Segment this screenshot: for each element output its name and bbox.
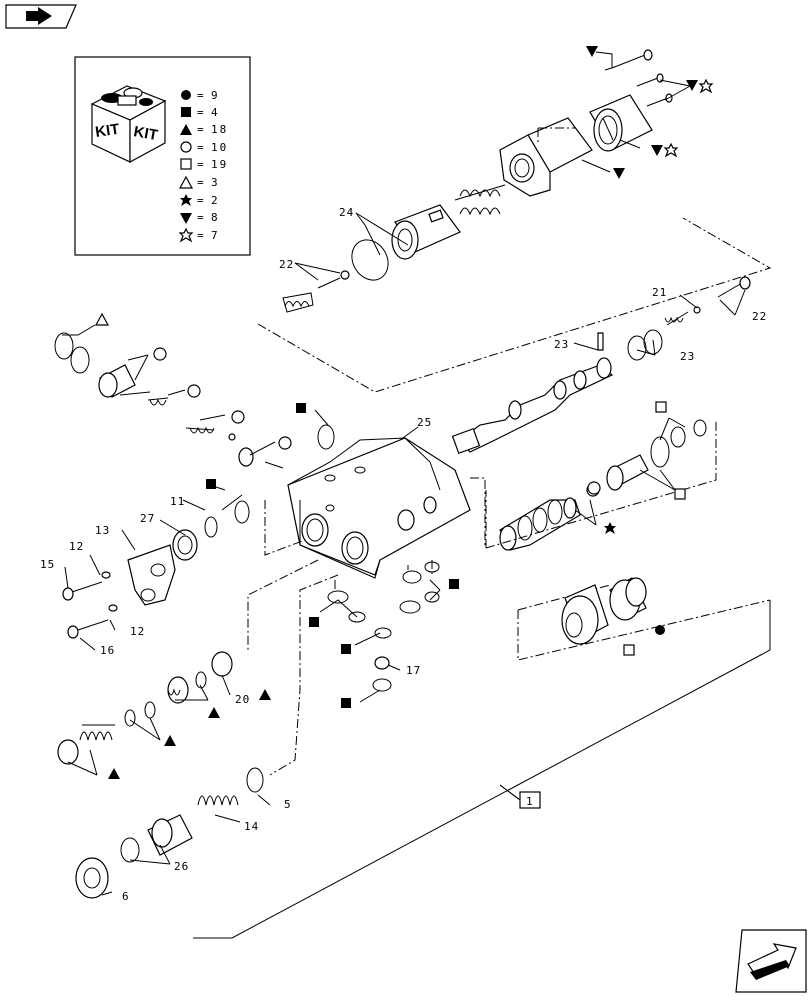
kit-word-right: KIT [132,123,159,144]
next-page-arrow-icon[interactable] [735,929,807,993]
callout-12a: 12 [69,540,84,553]
top-assembly [282,49,673,313]
legend-eq: = [197,141,206,154]
callout-17: 17 [406,664,421,677]
callout-13: 13 [95,524,110,537]
legend-count: 2 [211,194,220,207]
open-square-icon [180,158,192,170]
legend-count: 9 [211,89,220,102]
callout-22b: 22 [752,310,767,323]
legend-count: 8 [211,211,220,224]
caps-group [561,577,647,645]
legend-eq: = [197,89,206,102]
callout-27: 27 [140,512,155,525]
legend-count: 18 [211,123,228,136]
callout-1: 1 [526,795,534,808]
book-arrow-icon[interactable] [5,4,77,29]
callout-5: 5 [284,798,292,811]
callout-25: 25 [417,416,432,429]
left-side-parts [54,332,440,692]
legend-eq: = [197,229,206,242]
kit-markers [94,46,714,809]
kit-box-icon: KIT KIT [90,85,167,164]
callout-20: 20 [235,693,250,706]
legend-eq: = [197,123,206,136]
legend-eq: = [197,211,206,224]
callout-12b: 12 [130,625,145,638]
callout-15: 15 [40,558,55,571]
legend-count: 10 [211,141,228,154]
callout-23a: 23 [554,338,569,351]
legend-count: 4 [211,106,220,119]
callout-24: 24 [339,206,354,219]
callout-14: 14 [244,820,259,833]
callout-16: 16 [100,644,115,657]
kit-word-left: KIT [94,121,120,141]
callout-6: 6 [122,890,130,903]
filled-down-triangle-icon [180,213,192,224]
open-star-icon [178,227,194,243]
legend-count: 19 [211,158,228,171]
filled-square-icon [181,107,191,117]
legend-count: 7 [211,229,220,242]
filled-circle-icon [181,90,191,100]
filled-triangle-icon [180,124,192,135]
legend-eq: = [197,106,206,119]
callout-26: 26 [174,860,189,873]
callout-11: 11 [170,495,185,508]
legend-eq: = [197,176,206,189]
callout-21: 21 [652,286,667,299]
open-triangle-icon [178,175,194,189]
legend-count: 3 [211,176,220,189]
filled-star-icon [180,194,192,206]
callout-23b: 23 [680,350,695,363]
callout-22a: 22 [279,258,294,271]
open-circle-icon [180,141,192,153]
valve-body [287,437,471,579]
lower-left-stack [57,651,264,899]
kit-legend-box: KIT KIT = 9 = 4 = 18 = 10 = 19 = 3 = 2 [74,56,251,256]
legend-eq: = [197,158,206,171]
right-spool-group [451,276,751,551]
legend-eq: = [197,194,206,207]
callouts: 1 5 6 11 12 12 13 14 15 16 17 20 21 22 2… [40,206,767,903]
